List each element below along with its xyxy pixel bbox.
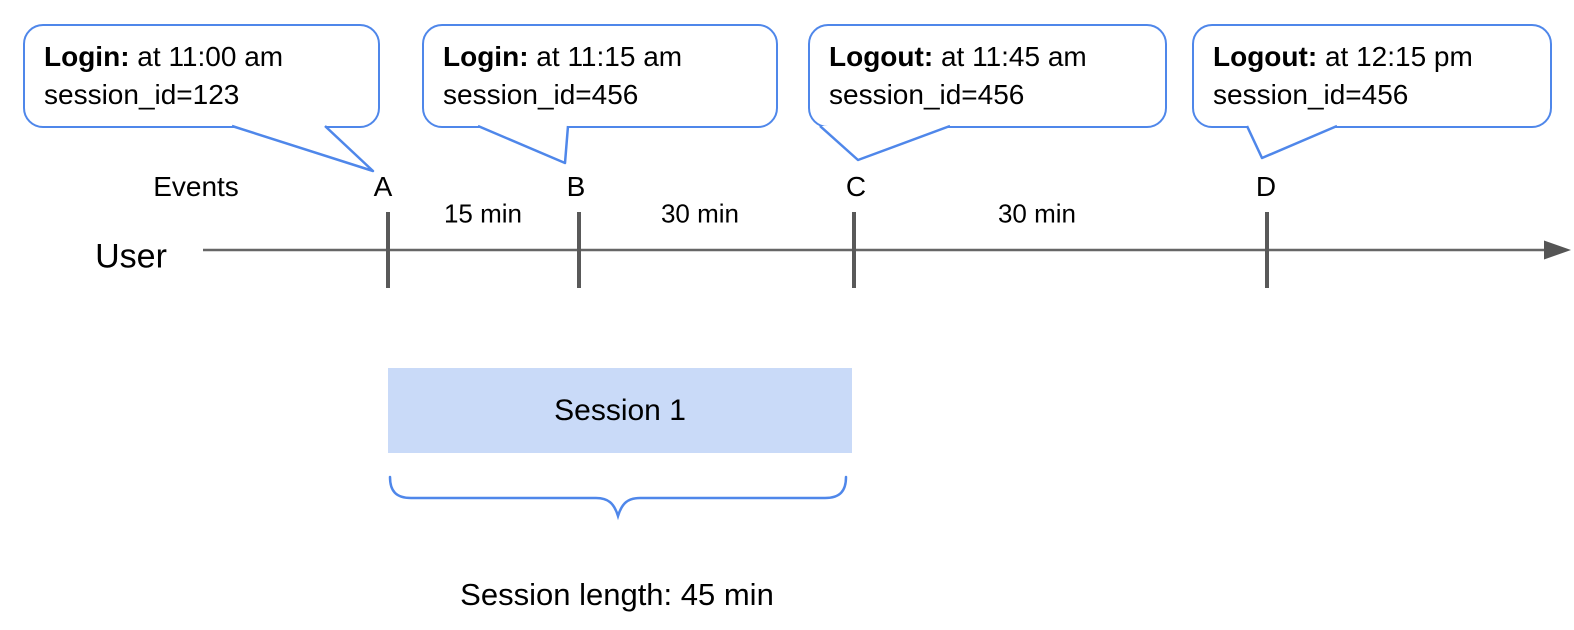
callout-line-1: Login: at 11:15 am — [443, 38, 768, 76]
timeline-arrowhead-icon — [1544, 240, 1571, 260]
event-marker-a: A — [373, 171, 393, 202]
event-marker-b: B — [566, 171, 586, 202]
event-time-text: at 11:15 am — [528, 41, 683, 72]
callout-bubble-logout-d: Logout: at 12:15 pm session_id=456 — [1192, 24, 1552, 128]
callout-tail-c — [819, 124, 951, 162]
event-time-text: at 11:00 am — [129, 41, 284, 72]
session-length-caption: Session length: 45 min — [460, 577, 774, 612]
session-length-brace — [388, 475, 848, 521]
callout-tail-b — [477, 124, 570, 165]
callout-tail-a — [231, 124, 375, 173]
callout-line-1: Logout: at 12:15 pm — [1213, 38, 1542, 76]
callout-line-1: Login: at 11:00 am — [44, 38, 370, 76]
event-marker-c: C — [845, 171, 867, 202]
callout-line-1: Logout: at 11:45 am — [829, 38, 1157, 76]
interval-label-b-c: 30 min — [660, 198, 740, 229]
session-1-bar: Session 1 — [388, 368, 852, 453]
callout-bubble-login-a: Login: at 11:00 am session_id=123 — [23, 24, 380, 128]
events-row-label: Events — [153, 171, 239, 202]
callout-bubble-logout-c: Logout: at 11:45 am session_id=456 — [808, 24, 1167, 128]
callout-line-2: session_id=456 — [443, 79, 639, 110]
interval-label-c-d: 30 min — [997, 198, 1077, 229]
event-time-text: at 11:45 am — [933, 41, 1087, 72]
interval-label-a-b: 15 min — [443, 198, 523, 229]
event-type-label: Login: — [443, 41, 529, 72]
callout-tail-d — [1245, 124, 1338, 160]
event-marker-d: D — [1255, 171, 1277, 202]
user-row-label: User — [95, 237, 167, 276]
callout-line-2: session_id=123 — [44, 79, 240, 110]
callout-line-2: session_id=456 — [1213, 79, 1409, 110]
event-type-label: Logout: — [829, 41, 934, 72]
callout-bubble-login-b: Login: at 11:15 am session_id=456 — [422, 24, 778, 128]
callout-line-2: session_id=456 — [829, 79, 1025, 110]
session-1-label: Session 1 — [554, 393, 686, 427]
event-time-text: at 12:15 pm — [1317, 41, 1473, 72]
event-type-label: Logout: — [1213, 41, 1318, 72]
event-type-label: Login: — [44, 41, 130, 72]
